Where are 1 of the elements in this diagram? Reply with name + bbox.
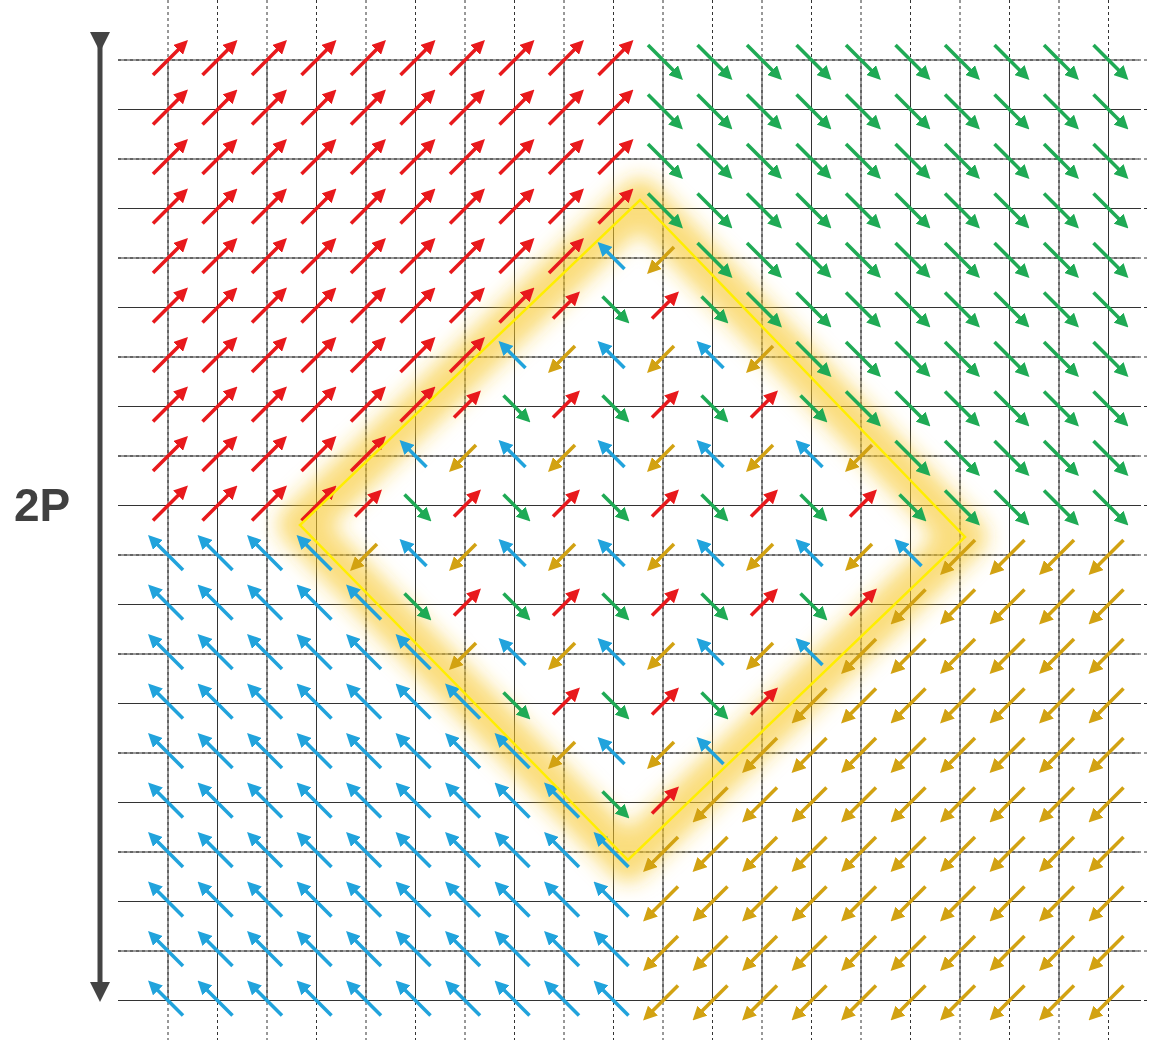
dimension-label: 2P <box>14 478 71 532</box>
